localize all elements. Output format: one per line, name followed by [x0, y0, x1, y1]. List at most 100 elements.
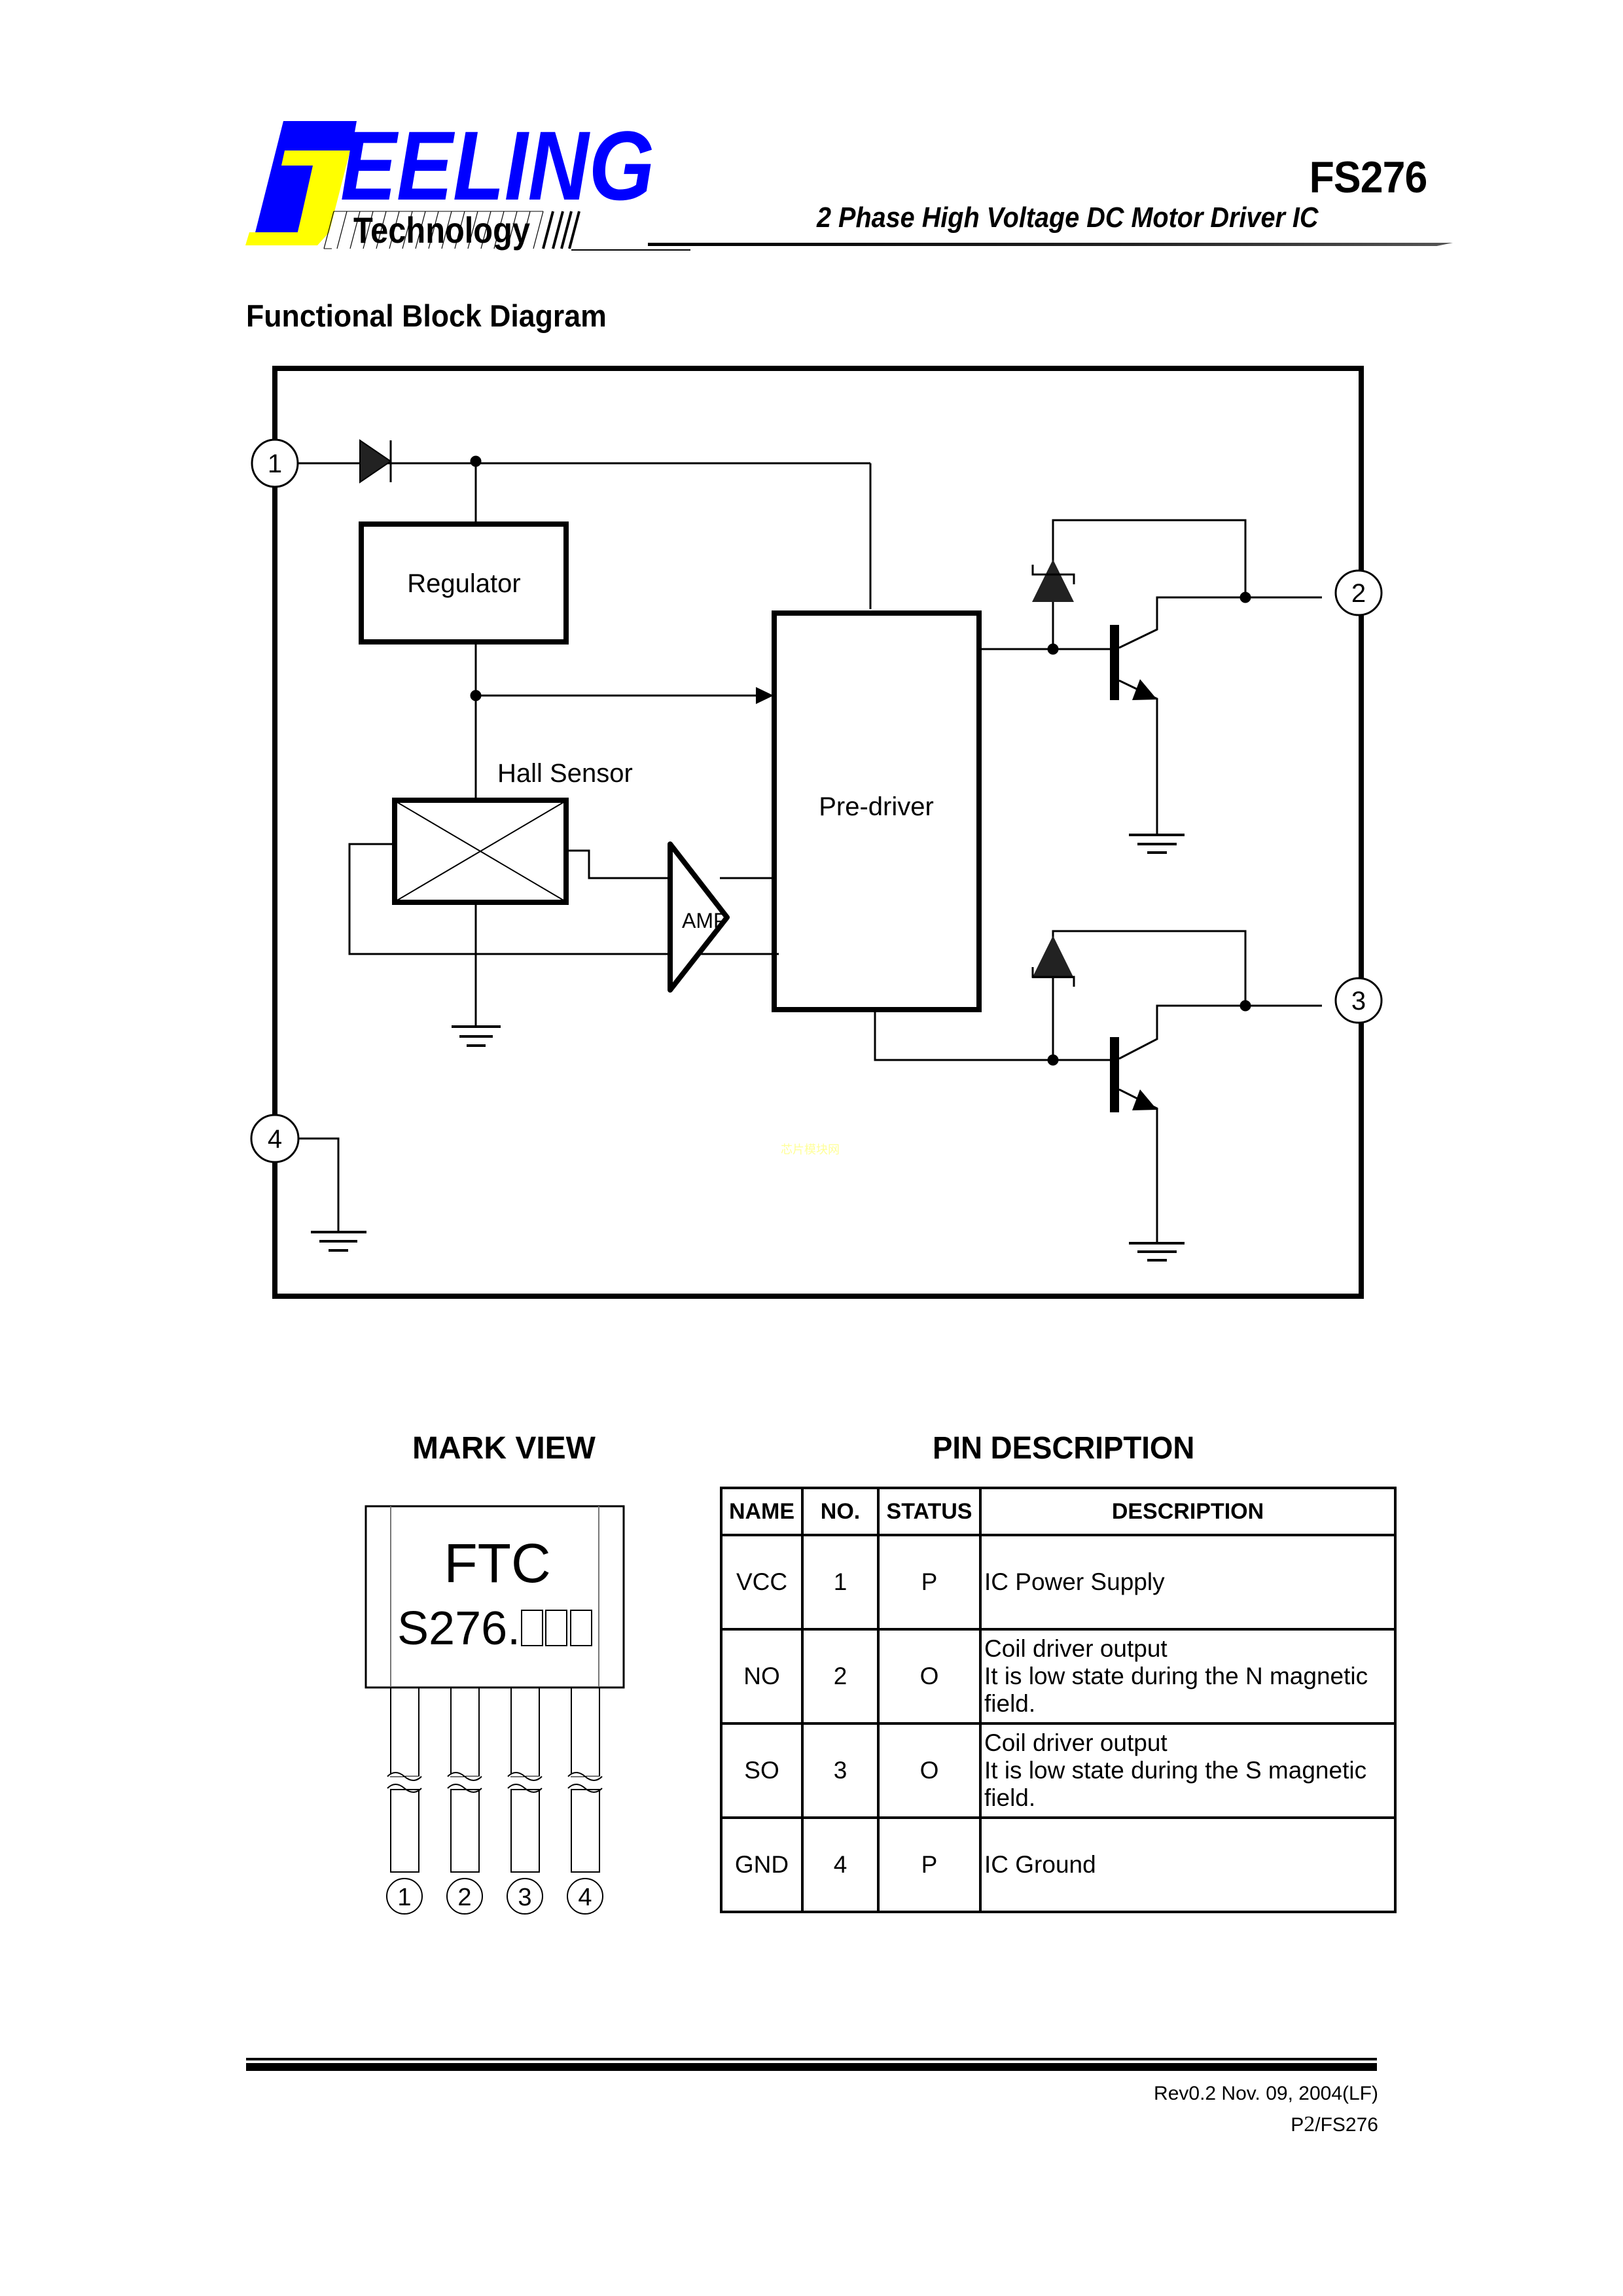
page-number-value: 2 [1304, 2112, 1315, 2136]
ground-icon [1129, 834, 1185, 854]
zener-bar [1031, 967, 1075, 987]
package-pin-label: 4 [578, 1884, 592, 1911]
junction-dot [1240, 1000, 1251, 1012]
package-pin-label: 3 [518, 1884, 531, 1911]
logo-f-yellow [245, 150, 350, 245]
package-pin-label: 1 [397, 1884, 411, 1911]
package-lead [386, 1687, 423, 1915]
package-leads: 1 2 3 4 [386, 1687, 603, 1915]
transistor-emitter-upper [1118, 679, 1158, 834]
pin-2-marker [1334, 569, 1383, 616]
logo-brand-word: EELING [340, 115, 654, 221]
page-suffix: /FS276 [1315, 2114, 1378, 2136]
package-pin-label: 2 [457, 1884, 471, 1911]
cell-no: 2 [801, 1628, 880, 1725]
header-rule [648, 243, 1453, 246]
predriver-out-lower-wire [874, 1010, 1113, 1061]
description-line: IC Power Supply [984, 1568, 1165, 1595]
pin-1-marker [251, 438, 299, 488]
pin-1-label: 1 [268, 450, 282, 478]
emitter-arrow-icon [1132, 679, 1157, 700]
description-line: field. [984, 1784, 1036, 1811]
ic-outline [272, 366, 1364, 1299]
cell-no: 4 [801, 1816, 880, 1913]
pin-4-label: 4 [268, 1125, 282, 1154]
pre-driver-label: Pre-driver [819, 792, 934, 821]
cell-status: O [877, 1722, 982, 1819]
hall-right-wire [566, 849, 674, 879]
transistor-collector-upper [1118, 596, 1322, 649]
footer-rule-thick [246, 2063, 1377, 2071]
page-number: P2/FS276 [1291, 2112, 1378, 2137]
logo-tail-stripes [542, 211, 580, 249]
mark-line-1: FTC [444, 1532, 550, 1594]
cell-description: IC Ground [979, 1816, 1397, 1913]
hall-left-wire [348, 843, 779, 955]
pin-description-title: PIN DESCRIPTION [933, 1431, 1195, 1466]
diode-icon [359, 439, 392, 484]
cell-name: NO [720, 1628, 804, 1725]
arrow-icon [756, 687, 774, 704]
cell-name: GND [720, 1816, 804, 1913]
regulator-block [359, 521, 569, 645]
amp-label: AMP [682, 909, 727, 932]
ground-icon [452, 1025, 501, 1047]
hall-sensor-label: Hall Sensor [497, 759, 633, 788]
transistor-emitter-lower [1118, 1088, 1158, 1243]
logo-f-blue [252, 121, 357, 245]
zener-diode-icon [1032, 559, 1074, 602]
pin-3-label: 3 [1351, 987, 1366, 1016]
column-header-status: STATUS [877, 1487, 982, 1536]
feeling-technology-logo: EELING Technology [245, 115, 690, 251]
column-header-no: NO. [801, 1487, 880, 1536]
transistor-base-upper [1110, 625, 1119, 700]
cell-status: O [877, 1628, 982, 1725]
junction-dot [1240, 592, 1251, 603]
column-header-name: NAME [720, 1487, 804, 1536]
page-prefix: P [1291, 2114, 1304, 2136]
cell-name: VCC [720, 1534, 804, 1631]
cell-name: SO [720, 1722, 804, 1819]
description-line: Coil driver output [984, 1729, 1168, 1756]
amp-triangle [668, 841, 730, 993]
cell-status: P [877, 1816, 982, 1913]
pin-4-marker [250, 1114, 300, 1163]
description-line: It is low state during the S magnetic [984, 1757, 1367, 1784]
zener-diode-icon [1032, 936, 1074, 978]
ground-icon [311, 1231, 366, 1252]
logo-stripes [323, 211, 544, 249]
cell-description: IC Power Supply [979, 1534, 1397, 1631]
mark-view-title: MARK VIEW [412, 1431, 596, 1466]
part-number: FS276 [1309, 152, 1427, 202]
document-subtitle: 2 Phase High Voltage DC Motor Driver IC [817, 202, 1319, 234]
section-title-block-diagram: Functional Block Diagram [246, 298, 607, 333]
footer-rule [246, 2058, 1377, 2060]
cell-no: 1 [801, 1534, 880, 1631]
column-header-description: DESCRIPTION [979, 1487, 1397, 1536]
revision-info: Rev0.2 Nov. 09, 2004(LF) [1154, 2083, 1378, 2104]
emitter-arrow-icon [1132, 1089, 1157, 1110]
transistor-collector-lower [1118, 1004, 1322, 1060]
description-line: Coil driver output [984, 1635, 1168, 1662]
package-body [365, 1505, 625, 1689]
cell-no: 3 [801, 1722, 880, 1819]
package-lead [507, 1687, 543, 1915]
hall-sensor-cross [395, 801, 565, 902]
description-line: IC Ground [984, 1851, 1096, 1878]
regulator-label: Regulator [407, 569, 520, 598]
mark-line-2: S276. [397, 1602, 520, 1655]
ground-icon [1129, 1242, 1185, 1262]
pin-3-marker [1334, 977, 1383, 1024]
package-lead [567, 1687, 603, 1915]
zener-bar [1031, 565, 1075, 584]
pin-2-label: 2 [1351, 579, 1366, 608]
cell-status: P [877, 1534, 982, 1631]
watermark: 芯片模块网 [781, 1143, 840, 1156]
table-header-row: NAME NO. STATUS DESCRIPTION [720, 1487, 1397, 1536]
